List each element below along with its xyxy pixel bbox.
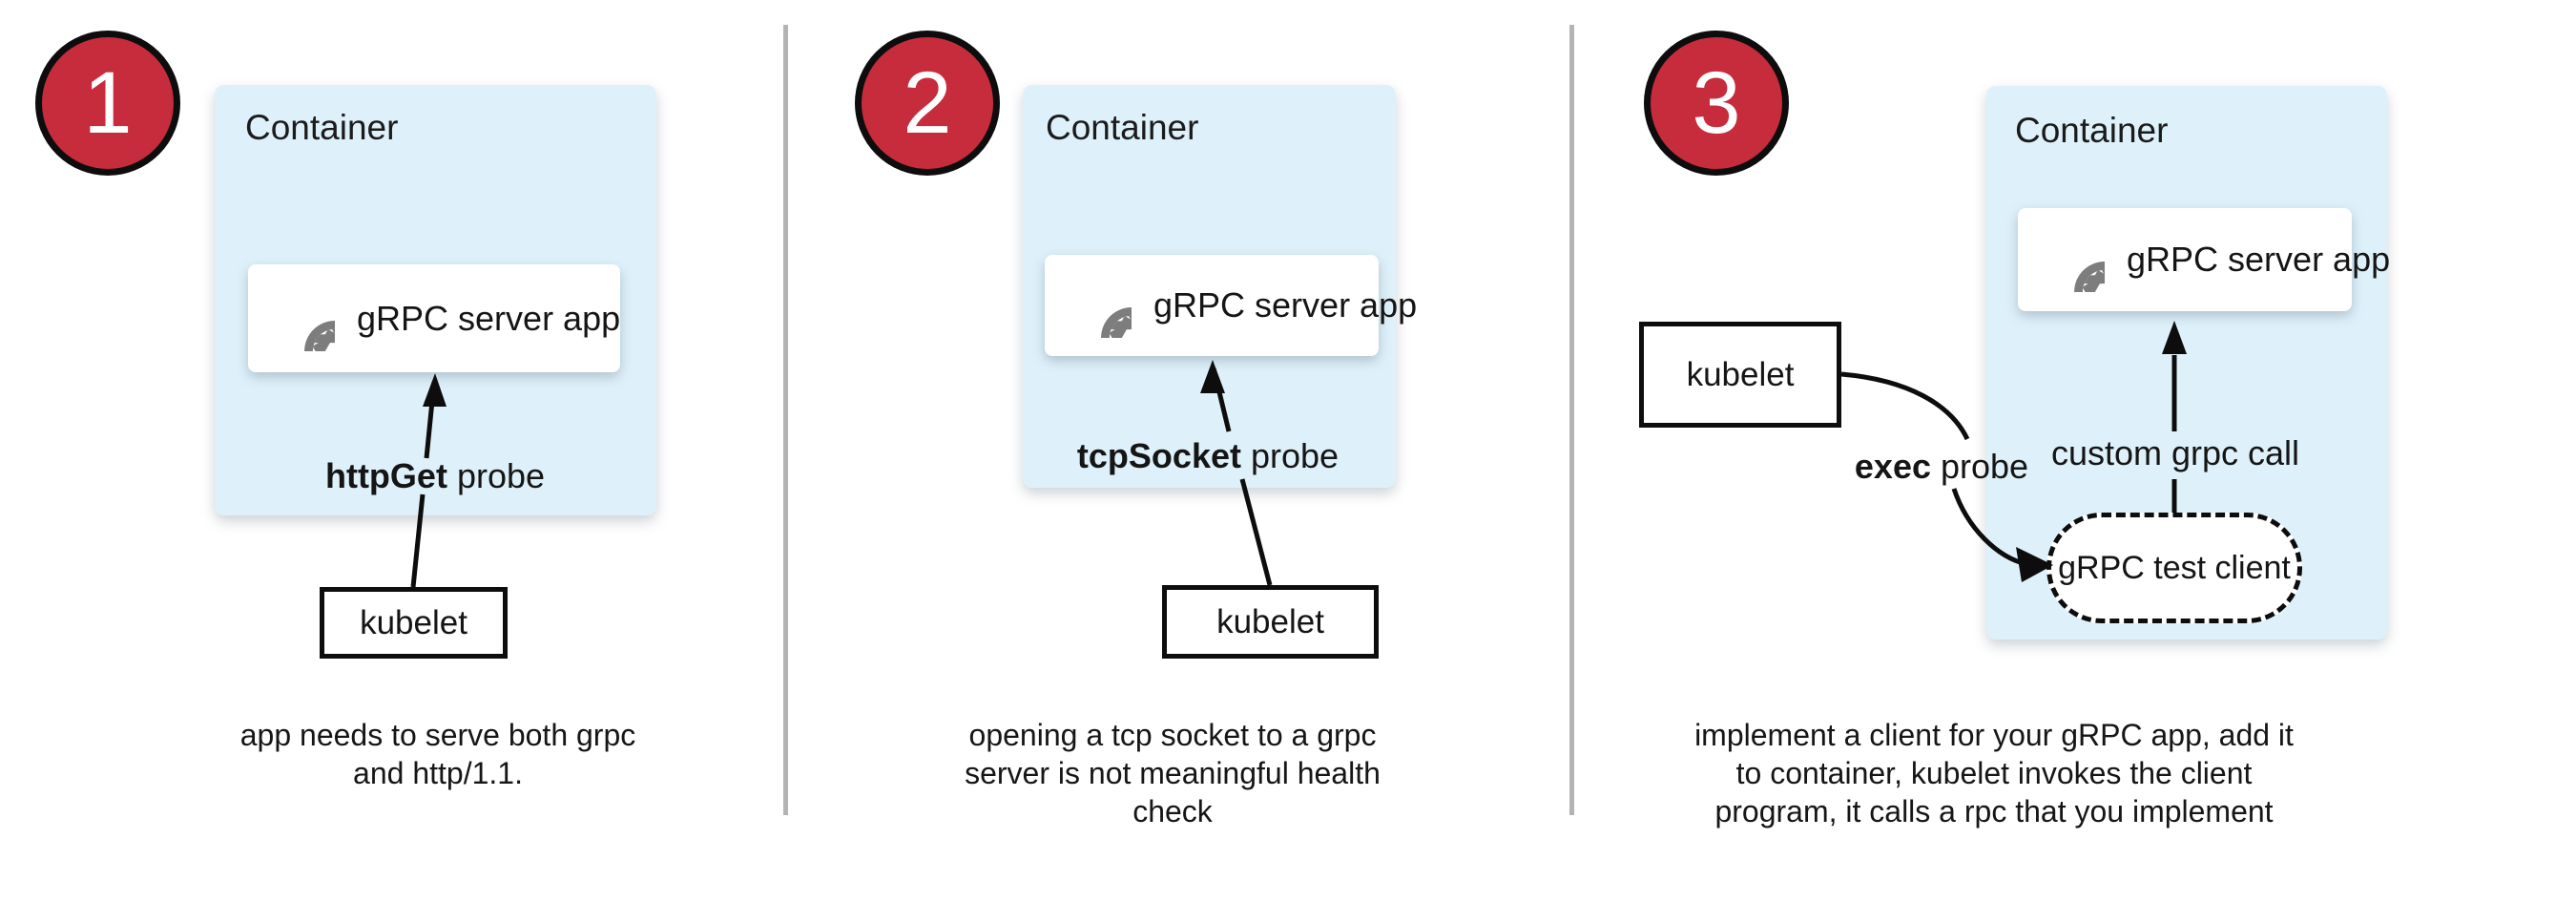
caption-line: to container, kubelet invokes the client xyxy=(1735,756,2253,790)
step-1-number: 1 xyxy=(83,54,133,152)
step-2-number: 2 xyxy=(903,54,952,152)
grpc-aperture-icon xyxy=(2040,227,2105,292)
caption-line: server is not meaningful health xyxy=(965,756,1381,790)
grpc-aperture-icon xyxy=(1067,273,1132,338)
probe-word: probe xyxy=(1931,447,2029,486)
grpc-server-app-box-2: gRPC server app xyxy=(1045,255,1417,356)
grpc-server-app-label: gRPC server app xyxy=(1153,285,1418,325)
step-3-badge: 3 xyxy=(1644,31,1789,176)
probe-kind-bold: httpGet xyxy=(324,456,447,495)
caption-line: check xyxy=(1132,794,1213,829)
grpc-server-app-label: gRPC server app xyxy=(2127,240,2391,279)
kubelet-box-2: kubelet xyxy=(1162,585,1379,659)
tcpsocket-probe-label: tcpSocket probe xyxy=(1065,436,1351,476)
kubelet-box-3: kubelet xyxy=(1639,322,1841,428)
kubelet-box-1: kubelet xyxy=(320,587,508,659)
panel-1-caption: app needs to serve both grpc and http/1.… xyxy=(171,716,705,792)
kubelet-label: kubelet xyxy=(360,603,467,641)
panel-3-caption: implement a client for your gRPC app, ad… xyxy=(1651,716,2337,830)
panel-divider-2 xyxy=(1569,25,1574,815)
grpc-aperture-icon xyxy=(270,286,335,351)
caption-line: program, it calls a rpc that you impleme… xyxy=(1714,794,2274,829)
probe-kind-bold: exec xyxy=(1854,447,1931,486)
probe-word: probe xyxy=(447,456,546,495)
kubelet-label: kubelet xyxy=(1216,602,1324,640)
caption-line: app needs to serve both grpc xyxy=(239,718,636,752)
grpc-test-client-box: gRPC test client xyxy=(2046,513,2302,623)
grpc-server-app-box-1: gRPC server app xyxy=(248,264,620,372)
custom-grpc-call-label: custom grpc call xyxy=(2050,433,2300,472)
kubelet-label: kubelet xyxy=(1686,355,1795,393)
probe-word: probe xyxy=(1240,436,1340,475)
probe-kind-bold: tcpSocket xyxy=(1076,436,1241,475)
step-3-number: 3 xyxy=(1692,54,1741,152)
container-label-3: Container xyxy=(2015,111,2169,150)
grpc-test-client-label: gRPC test client xyxy=(2058,549,2291,586)
grpc-server-app-box-3: gRPC server app xyxy=(2018,208,2390,311)
httpget-probe-label: httpGet probe xyxy=(292,456,578,496)
caption-line: implement a client for your gRPC app, ad… xyxy=(1694,718,2294,752)
container-label-2: Container xyxy=(1046,108,1199,147)
panel-2-caption: opening a tcp socket to a grpc server is… xyxy=(905,716,1440,830)
container-label-1: Container xyxy=(245,108,399,147)
panel-divider-1 xyxy=(783,25,788,815)
caption-line: opening a tcp socket to a grpc xyxy=(968,718,1377,752)
grpc-server-app-label: gRPC server app xyxy=(357,298,621,338)
caption-line: and http/1.1. xyxy=(353,756,523,790)
exec-probe-label: exec probe xyxy=(1798,447,2085,487)
step-1-badge: 1 xyxy=(35,31,180,176)
step-2-badge: 2 xyxy=(855,31,1000,176)
